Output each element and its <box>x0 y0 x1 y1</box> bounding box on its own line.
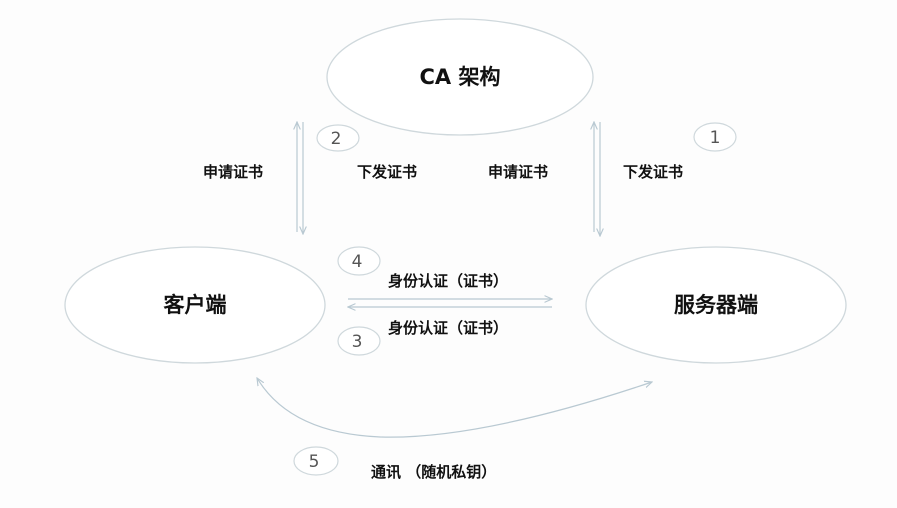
communication-arrow <box>257 378 652 438</box>
node-client-label: 客户端 <box>164 293 227 317</box>
node-client: 客户端 <box>64 246 326 364</box>
step-2-circle <box>316 124 360 152</box>
step-5-circle <box>293 446 339 476</box>
node-server-shape <box>585 246 847 364</box>
step-4-circle <box>337 246 381 276</box>
node-client-shape <box>64 246 326 364</box>
server-issue-label: 下发证书 <box>623 163 683 181</box>
auth-top-label: 身份认证（证书） <box>388 272 508 290</box>
step-marker-3: 3 <box>337 326 381 356</box>
step-5-number: 5 <box>309 452 320 472</box>
step-2-number: 2 <box>331 129 342 149</box>
step-1-circle <box>693 122 737 152</box>
client-issue-label: 下发证书 <box>357 163 417 181</box>
communication-label: 通讯 （随机私钥） <box>371 463 496 481</box>
node-server-label: 服务器端 <box>674 293 758 317</box>
step-3-circle <box>337 326 381 356</box>
step-marker-1: 1 <box>693 122 737 152</box>
auth-bottom-label: 身份认证（证书） <box>388 319 508 337</box>
step-1-number: 1 <box>710 128 721 148</box>
step-4-number: 4 <box>352 252 363 272</box>
node-ca: CA 架构 <box>326 18 594 136</box>
node-ca-label: CA 架构 <box>420 65 501 89</box>
server-ca-arrows <box>594 122 600 236</box>
client-apply-label: 申请证书 <box>203 163 263 181</box>
server-apply-label: 申请证书 <box>488 163 548 181</box>
client-ca-arrows <box>297 122 303 234</box>
node-ca-shape <box>326 18 594 136</box>
auth-arrows <box>348 299 552 307</box>
node-server: 服务器端 <box>585 246 847 364</box>
step-marker-4: 4 <box>337 246 381 276</box>
step-3-number: 3 <box>352 332 363 352</box>
step-marker-2: 2 <box>316 124 360 152</box>
step-marker-5: 5 <box>293 446 339 476</box>
